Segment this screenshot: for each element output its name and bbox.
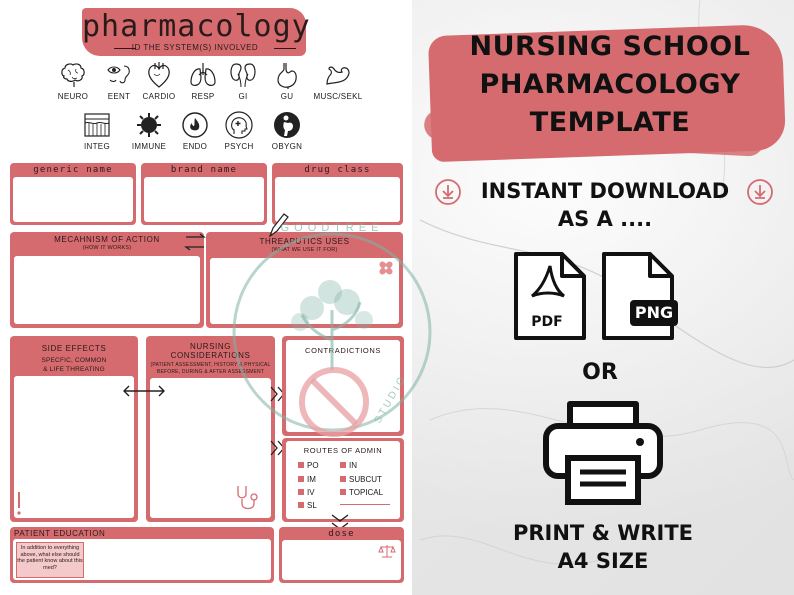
system-immune: IMMUNE [126,110,172,152]
scale-icon [378,545,396,558]
heart-icon [148,62,170,88]
side-effects-box: SIDE EFFECTS SPECFIC, COMMON & LIFE THRE… [10,336,138,522]
stethoscope-icon [237,486,258,510]
patient-education-box: PATIENT EDUCATION In addition to everyth… [10,527,274,583]
subtitle-arrow-left [114,48,136,49]
as-a-text: AS A .... [557,207,653,231]
drug-class-box: drug class [272,163,403,225]
double-arrow-icon [123,385,165,397]
route-iv[interactable]: IV [298,488,315,498]
a4-size-text: A4 SIZE [557,549,649,573]
system-obgyn: OBYGN [264,110,310,152]
pregnancy-icon [274,112,300,138]
brand-name-field[interactable] [144,177,264,222]
virus-icon [137,113,161,137]
route-blank-line [340,504,390,505]
route-im[interactable]: IM [298,475,316,485]
brand-name-box: brand name [141,163,267,225]
head-cross-icon [225,111,253,139]
printer-icon [543,401,663,505]
watermark-logo [232,232,432,437]
mechanism-box: MECAHNISM OF ACTION (HOW IT WORKS) [10,232,204,328]
system-neuro: NEURO [50,60,96,102]
nursing-considerations-box: NURSING CONSIDERATIONS (PATIENT ASSESSME… [146,336,275,522]
headline-line-3: TEMPLATE [529,107,691,138]
skin-layers-icon [84,113,110,137]
pencil-icon [268,213,289,238]
system-eent: EENT [96,60,142,102]
brain-icon [61,63,85,87]
flame-cycle-icon [182,112,208,138]
side-effects-field[interactable] [14,376,134,518]
subtitle-arrow-right [274,48,296,49]
dose-box: dose [279,527,404,583]
route-sl[interactable]: SL [298,501,317,511]
system-resp: RESP [180,60,226,102]
generic-name-box: generic name [10,163,136,225]
system-gu: GU [264,60,310,102]
lungs-icon [190,63,216,86]
bandage-icon [379,261,393,275]
system-endo: ENDO [172,110,218,152]
headline-line-1: NURSING SCHOOL [469,31,751,62]
kidneys-icon [230,63,256,88]
download-icon-right [747,179,773,205]
download-icon-left [435,179,461,205]
route-po[interactable]: PO [298,461,319,471]
education-note: In addition to everything above, what el… [16,542,84,578]
system-cardio: CARDIO [136,60,182,102]
eye-ear-icon [107,65,130,84]
route-in[interactable]: IN [340,461,357,471]
system-psych: PSYCH [216,110,262,152]
worksheet-page: pharmacology ID THE SYSTEM(S) INVOLVED N… [0,0,412,595]
generic-name-field[interactable] [13,177,133,222]
system-integ: INTEG [74,110,120,152]
or-text: OR [582,360,618,385]
headline-line-2: PHARMACOLOGY [479,69,741,100]
pdf-file-icon [514,252,586,340]
muscle-arm-icon [326,66,350,85]
png-file-icon [602,252,678,340]
watermark-top-text: G O O D T R E E [280,222,380,234]
therapeutics-box: THREAPUTICS USES (WHAT WE USE IT FOR) [206,232,403,328]
route-topical[interactable]: TOPICAL [340,488,383,498]
route-subcut[interactable]: SUBCUT [340,475,382,485]
drug-class-field[interactable] [275,177,400,222]
system-gi: GI [220,60,266,102]
routes-box: ROUTES OF ADMIN PO IM IV SL IN SUBCUT TO… [282,438,404,522]
mechanism-field[interactable] [14,256,200,324]
pdf-label: PDF [531,314,563,330]
swap-arrows-icon [184,233,206,251]
png-label: PNG [634,303,674,322]
instant-download-text: INSTANT DOWNLOAD [480,179,730,203]
print-write-text: PRINT & WRITE [512,521,694,545]
stomach-icon [277,63,297,89]
system-musc-skel: MUSC/SEKL [308,60,368,102]
worksheet-subtitle: ID THE SYSTEM(S) INVOLVED [131,43,259,52]
worksheet-title: pharmacology [82,9,311,44]
exclamation-icon [17,492,21,515]
nursing-considerations-field[interactable] [150,378,271,518]
